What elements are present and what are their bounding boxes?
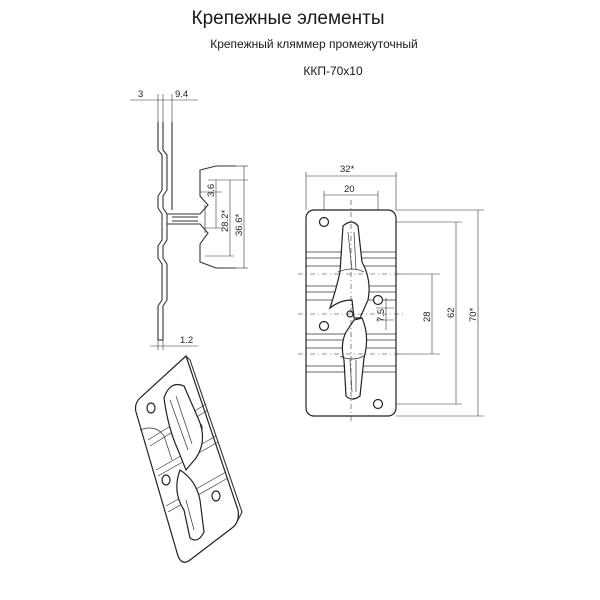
header: Крепежные элементы Крепежный кляммер про… xyxy=(0,0,600,90)
page-title: Крепежные элементы xyxy=(191,8,385,29)
dim-70: 70* xyxy=(468,307,479,322)
dim-7-5: 7.5 xyxy=(376,309,387,322)
dim-top-right: 9.4 xyxy=(175,89,188,100)
side-view: 3 9.4 3.6 28.2* 36.6* 1.2 xyxy=(130,89,248,350)
isometric-view xyxy=(134,354,243,563)
dim-width-total: 32* xyxy=(340,164,355,175)
product-code: ККП-70х10 xyxy=(303,64,363,78)
page-subtitle: Крепежный кляммер промежуточный xyxy=(210,37,418,51)
dim-28-2: 28.2* xyxy=(220,210,231,232)
dim-28: 28 xyxy=(422,311,433,322)
dim-3-6: 3.6 xyxy=(206,184,217,197)
dim-bottom: 1.2 xyxy=(180,335,193,346)
dim-62: 62 xyxy=(446,307,457,318)
front-view: 32* 20 xyxy=(298,164,484,424)
dim-top-left: 3 xyxy=(138,89,143,100)
dim-36-6: 36.6* xyxy=(234,214,245,236)
dim-width-inner: 20 xyxy=(344,184,355,195)
